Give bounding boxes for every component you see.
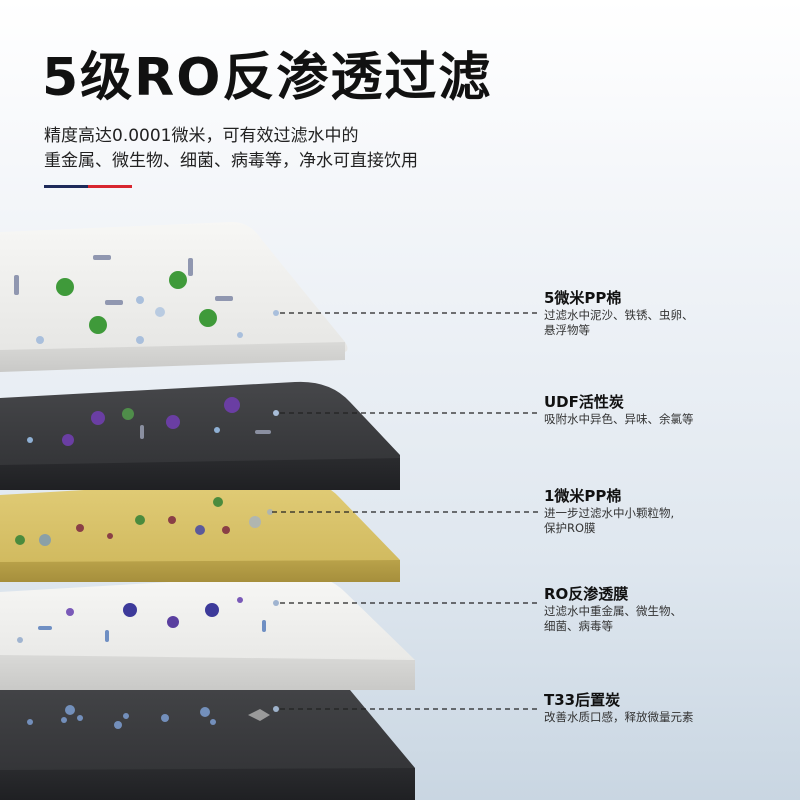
accent-rule-red bbox=[88, 185, 132, 188]
layer-ro-membrane bbox=[0, 574, 415, 690]
layer-name: T33后置炭 bbox=[544, 691, 621, 709]
page-subtitle: 精度高达0.0001微米，可有效过滤水中的 重金属、微生物、细菌、病毒等，净水可… bbox=[44, 124, 418, 174]
layer-label-1: 5微米PP棉 过滤水中泥沙、铁锈、虫卵、 悬浮物等 bbox=[544, 288, 694, 338]
layer-label-3: 1微米PP棉 进一步过滤水中小颗粒物, 保护RO膜 bbox=[544, 486, 674, 536]
layer-udf-carbon bbox=[0, 381, 400, 490]
layer-desc: 吸附水中异色、异味、余氯等 bbox=[544, 412, 694, 426]
layer-desc: 改善水质口感，释放微量元素 bbox=[544, 710, 694, 724]
accent-rule-navy bbox=[44, 185, 88, 188]
layer-desc: 过滤水中重金属、微生物、 细菌、病毒等 bbox=[544, 604, 682, 633]
layer-name: UDF活性炭 bbox=[544, 393, 624, 411]
layer-name: 1微米PP棉 bbox=[544, 487, 622, 505]
page-title: 5级RO反渗透过滤 bbox=[42, 48, 493, 108]
layer-label-5: T33后置炭 改善水质口感，释放微量元素 bbox=[544, 690, 694, 725]
layer-name: 5微米PP棉 bbox=[544, 289, 622, 307]
layer-name: RO反渗透膜 bbox=[544, 585, 629, 603]
layer-label-4: RO反渗透膜 过滤水中重金属、微生物、 细菌、病毒等 bbox=[544, 584, 682, 634]
layer-desc: 进一步过滤水中小颗粒物, 保护RO膜 bbox=[544, 506, 675, 535]
subtitle-line-1: 精度高达0.0001微米，可有效过滤水中的 bbox=[44, 126, 359, 146]
layer-1um-pp bbox=[0, 477, 400, 582]
layer-t33-carbon bbox=[0, 668, 415, 800]
layer-5um-pp bbox=[0, 221, 348, 372]
subtitle-line-2: 重金属、微生物、细菌、病毒等，净水可直接饮用 bbox=[44, 151, 418, 171]
layer-label-2: UDF活性炭 吸附水中异色、异味、余氯等 bbox=[544, 392, 694, 427]
layer-desc: 过滤水中泥沙、铁锈、虫卵、 悬浮物等 bbox=[544, 308, 694, 337]
